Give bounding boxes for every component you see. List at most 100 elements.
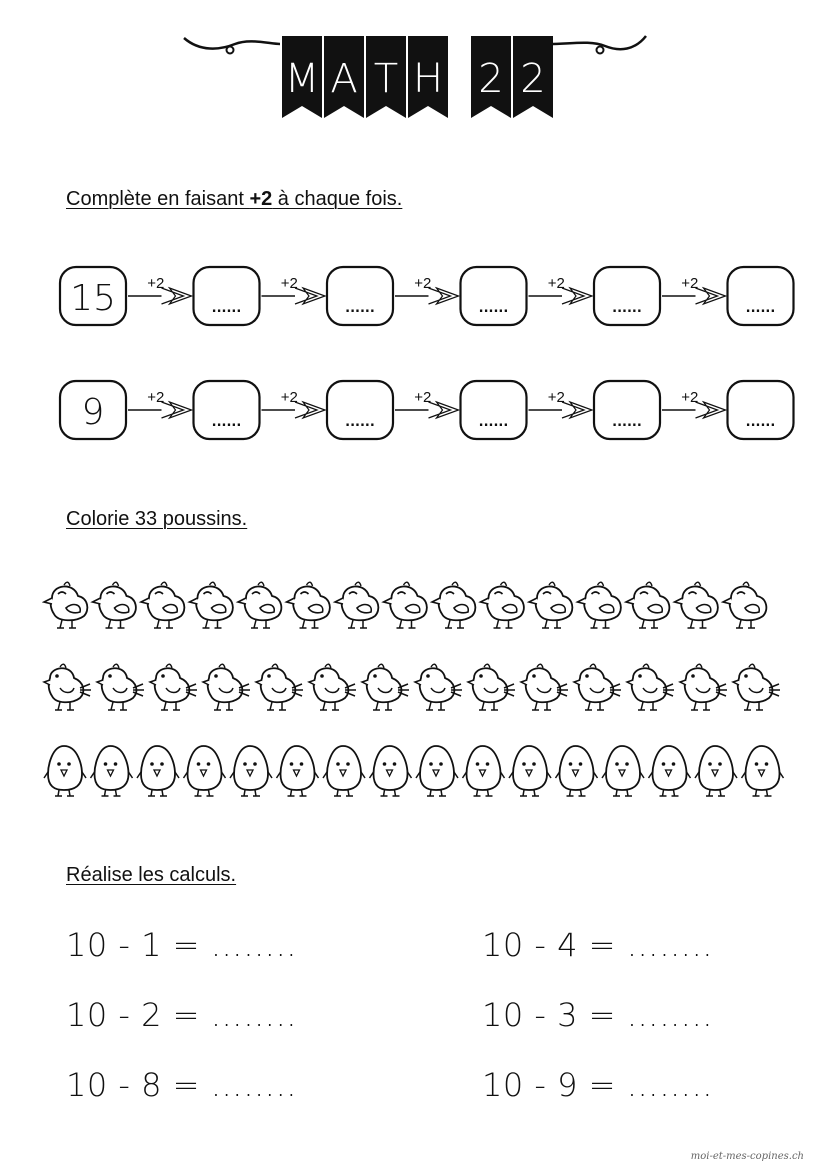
sequence-blank: ...... xyxy=(746,301,776,316)
sequence-answer-box[interactable]: ...... xyxy=(592,265,662,327)
calc-right-3[interactable]: 10 - 9 = …….. xyxy=(482,1066,713,1104)
sequence-start-box: 9 xyxy=(58,379,128,441)
banner-flag: T xyxy=(366,36,406,118)
chick-icon[interactable] xyxy=(89,745,134,797)
sequence-start-number: 15 xyxy=(70,278,116,319)
instruction-color-chicks: Colorie 33 poussins. xyxy=(66,508,248,530)
plus-two-arrow: +2 xyxy=(662,275,728,306)
chick-icon[interactable] xyxy=(43,745,87,797)
chick-icon[interactable] xyxy=(672,581,719,629)
sequence-answer-box[interactable]: ...... xyxy=(459,265,528,327)
chick-icon[interactable] xyxy=(466,663,515,711)
sequence-answer-box[interactable]: ...... xyxy=(726,379,795,441)
instruction-bold: +2 xyxy=(249,188,273,210)
sequence-blank: ...... xyxy=(212,301,242,316)
calc-left-3[interactable]: 10 - 8 = …….. xyxy=(66,1066,297,1104)
chick-icon[interactable] xyxy=(148,663,197,711)
chick-icon[interactable] xyxy=(413,663,462,711)
chick-icon[interactable] xyxy=(381,581,428,629)
chick-icon[interactable] xyxy=(182,745,227,797)
instruction-add-two: Complète en faisant +2 à chaque fois. xyxy=(66,188,402,211)
plus-two-arrow: +2 xyxy=(261,275,327,306)
plus-two-arrow: +2 xyxy=(528,389,594,420)
banner-letter: 2 xyxy=(520,56,545,102)
banner-flag: M xyxy=(282,36,322,118)
plus-two-arrow: +2 xyxy=(128,389,194,420)
chick-icon[interactable] xyxy=(368,745,413,797)
chick-icon[interactable] xyxy=(235,581,283,629)
chick-icon[interactable] xyxy=(554,745,599,797)
step-label: +2 xyxy=(681,389,698,406)
chick-icon[interactable] xyxy=(42,663,91,711)
chick-icon[interactable] xyxy=(284,581,331,629)
chick-row-1 xyxy=(42,581,768,629)
sequence-answer-box[interactable]: ...... xyxy=(325,265,395,327)
chick-icon[interactable] xyxy=(229,745,273,797)
step-label: +2 xyxy=(147,389,164,406)
step-label: +2 xyxy=(414,389,431,406)
chick-icon[interactable] xyxy=(623,581,671,629)
sequence-start-number: 9 xyxy=(82,392,105,433)
chick-icon[interactable] xyxy=(694,745,738,797)
chick-icon[interactable] xyxy=(601,745,645,797)
chick-icon[interactable] xyxy=(625,663,674,711)
chick-icon[interactable] xyxy=(90,581,137,629)
chick-icon[interactable] xyxy=(360,663,409,711)
chick-icon[interactable] xyxy=(95,663,144,711)
chick-icon[interactable] xyxy=(508,745,552,797)
banner-letter: A xyxy=(330,56,357,102)
chick-icon[interactable] xyxy=(415,745,459,797)
sequence-answer-box[interactable]: ...... xyxy=(192,379,261,441)
chick-row-2 xyxy=(42,663,780,711)
chick-icon[interactable] xyxy=(575,581,622,629)
chick-icon[interactable] xyxy=(740,745,785,797)
chick-icon[interactable] xyxy=(322,745,366,797)
chick-icon[interactable] xyxy=(731,663,780,711)
chick-icon[interactable] xyxy=(572,663,621,711)
banner-flag: 2 xyxy=(471,36,511,118)
chick-icon[interactable] xyxy=(461,745,506,797)
calc-left-2[interactable]: 10 - 2 = …….. xyxy=(66,996,297,1034)
banner-flag: 2 xyxy=(513,36,553,118)
step-label: +2 xyxy=(147,275,164,292)
chick-icon[interactable] xyxy=(201,663,250,711)
chick-icon[interactable] xyxy=(254,663,303,711)
sequence-answer-box[interactable]: ...... xyxy=(726,265,795,327)
chick-icon[interactable] xyxy=(42,581,89,629)
sequence-blank: ...... xyxy=(612,301,642,316)
chick-icon[interactable] xyxy=(332,581,380,629)
sequence-blank: ...... xyxy=(479,415,509,430)
banner-flag: A xyxy=(324,36,364,118)
sequence-blank: ...... xyxy=(612,415,642,430)
chick-icon[interactable] xyxy=(647,745,692,797)
step-label: +2 xyxy=(548,275,565,292)
chick-icon[interactable] xyxy=(275,745,320,797)
plus-two-arrow: +2 xyxy=(261,389,327,420)
sequence-answer-box[interactable]: ...... xyxy=(192,265,261,327)
sequence-answer-box[interactable]: ...... xyxy=(592,379,662,441)
calc-left-1[interactable]: 10 - 1 = …….. xyxy=(66,926,297,964)
chick-icon[interactable] xyxy=(478,581,525,629)
plus-two-arrow: +2 xyxy=(662,389,728,420)
sequence-blank: ...... xyxy=(345,415,375,430)
chick-icon[interactable] xyxy=(519,663,568,711)
plus-two-arrow: +2 xyxy=(528,275,594,306)
chick-icon[interactable] xyxy=(526,581,574,629)
sequence-blank: ...... xyxy=(479,301,509,316)
calc-right-1[interactable]: 10 - 4 = …….. xyxy=(482,926,713,964)
chick-icon[interactable] xyxy=(136,745,180,797)
sequence-answer-box[interactable]: ...... xyxy=(459,379,528,441)
chick-icon[interactable] xyxy=(307,663,356,711)
chick-icon[interactable] xyxy=(138,581,186,629)
calc-right-2[interactable]: 10 - 3 = …….. xyxy=(482,996,713,1034)
number-sequence-1: 15+2......+2......+2......+2......+2....… xyxy=(58,265,795,327)
chick-icon[interactable] xyxy=(187,581,234,629)
chick-icon[interactable] xyxy=(678,663,727,711)
instruction-calculations: Réalise les calculs. xyxy=(66,864,237,886)
sequence-answer-box[interactable]: ...... xyxy=(325,379,395,441)
chick-icon[interactable] xyxy=(720,581,768,629)
chick-icon[interactable] xyxy=(429,581,477,629)
